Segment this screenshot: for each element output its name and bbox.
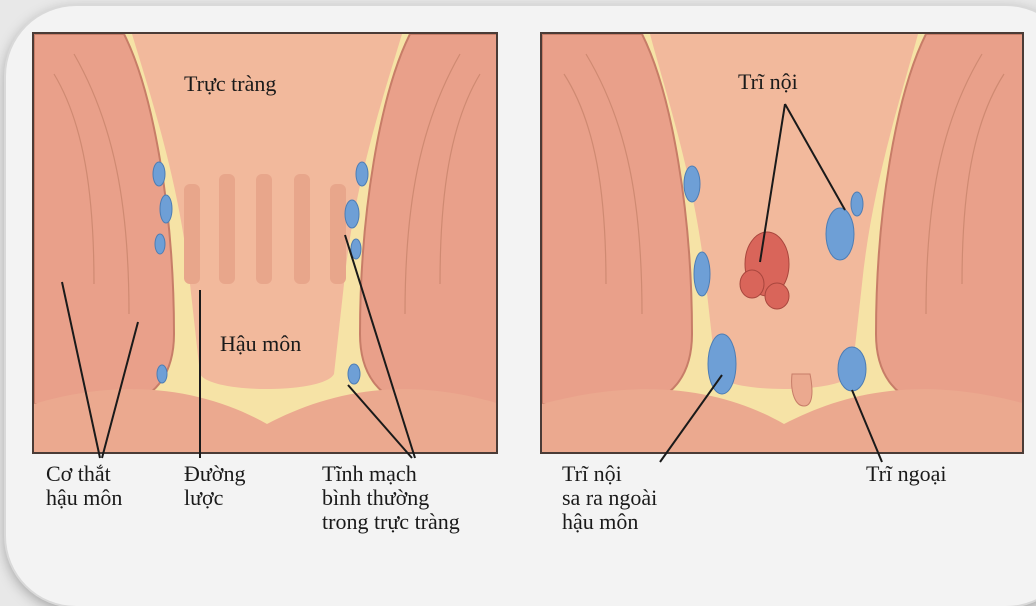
- normal-veins-caption: Tĩnh mạch bình thường trong trực tràng: [322, 462, 460, 534]
- prolapsed-internal-caption: Trĩ nội sa ra ngoài hậu môn: [562, 462, 657, 534]
- normal-anatomy-illustration: [34, 34, 498, 454]
- internal-hemorrhoid-label: Trĩ nội: [738, 70, 798, 94]
- normal-anatomy-panel: Trực tràng Hậu môn: [32, 32, 498, 454]
- hemorrhoid-illustration: [542, 34, 1024, 454]
- anus-label: Hậu môn: [220, 332, 301, 356]
- sphincter-caption: Cơ thắt hậu môn: [46, 462, 122, 510]
- external-hemorrhoid-caption: Trĩ ngoại: [866, 462, 946, 486]
- rectum-label: Trực tràng: [184, 72, 276, 96]
- hemorrhoid-panel: Trĩ nội: [540, 32, 1024, 454]
- pectinate-line-caption: Đường lược: [184, 462, 245, 510]
